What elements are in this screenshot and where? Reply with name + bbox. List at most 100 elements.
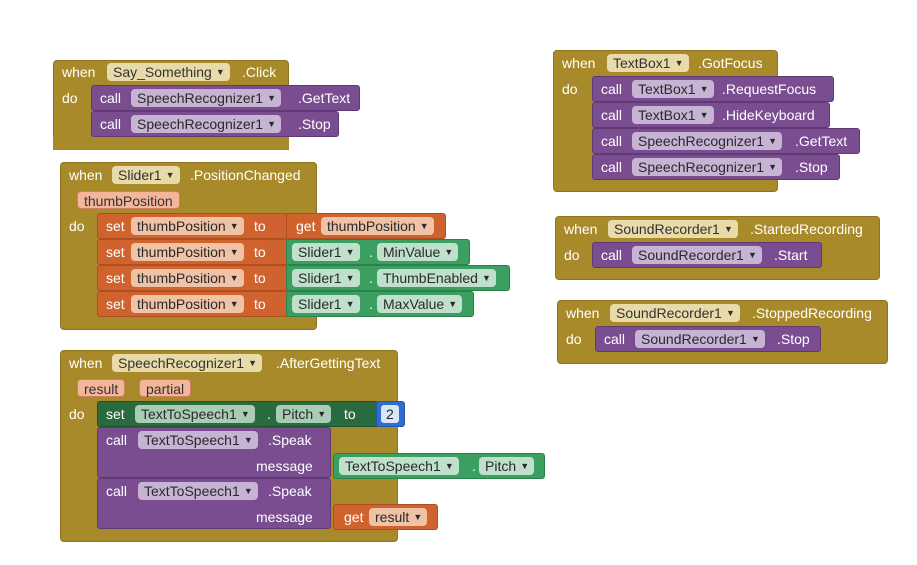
triangle-down-icon: ▼: [723, 224, 733, 234]
dropdown-value: Slider1: [298, 270, 342, 286]
dropdown-value: Slider1: [298, 296, 342, 312]
component-dropdown[interactable]: Slider1▼: [292, 243, 360, 261]
when-label: when: [562, 55, 596, 71]
component-dropdown[interactable]: TextBox1▼: [632, 106, 714, 124]
triangle-down-icon: ▼: [248, 358, 258, 368]
dropdown-value: SpeechRecognizer1: [118, 355, 245, 371]
dot-separator: .: [472, 458, 476, 474]
component-dropdown[interactable]: SoundRecorder1▼: [608, 220, 738, 238]
method-name: .Speak: [268, 483, 312, 499]
triangle-down-icon: ▼: [747, 250, 757, 260]
set-label: set: [106, 296, 125, 312]
variable-dropdown[interactable]: thumbPosition▼: [131, 295, 244, 313]
component-dropdown[interactable]: SpeechRecognizer1▼: [131, 115, 282, 133]
triangle-down-icon: ▼: [345, 273, 355, 283]
dropdown-value: thumbPosition: [137, 244, 226, 260]
event-footer: [53, 136, 289, 150]
component-dropdown[interactable]: SpeechRecognizer1▼: [632, 132, 783, 150]
dropdown-value: Pitch: [485, 458, 517, 474]
dropdown-value: Slider1: [118, 167, 162, 183]
when-label: when: [62, 64, 96, 80]
event-name: .AfterGettingText: [276, 355, 381, 371]
message-label: message: [256, 458, 313, 474]
dropdown-value: ThumbEnabled: [383, 270, 478, 286]
triangle-down-icon: ▼: [229, 273, 239, 283]
to-label: to: [254, 244, 266, 260]
set-label: set: [106, 218, 125, 234]
dropdown-value: MaxValue: [383, 296, 445, 312]
triangle-down-icon: ▼: [345, 247, 355, 257]
property-dropdown[interactable]: MinValue▼: [377, 243, 459, 261]
component-dropdown[interactable]: TextToSpeech1▼: [339, 457, 459, 475]
call-label: call: [604, 331, 626, 347]
event-name: .Click: [242, 64, 277, 80]
variable-dropdown[interactable]: thumbPosition▼: [131, 217, 244, 235]
set-label: set: [106, 406, 125, 422]
event-name: .StoppedRecording: [752, 305, 872, 321]
do-label: do: [62, 90, 78, 106]
triangle-down-icon: ▼: [699, 84, 709, 94]
component-dropdown[interactable]: SoundRecorder1▼: [632, 246, 762, 264]
component-dropdown[interactable]: Slider1▼: [292, 295, 360, 313]
dropdown-value: TextBox1: [613, 55, 671, 71]
event-param-result[interactable]: result: [77, 379, 126, 397]
dropdown-value: TextToSpeech1: [141, 406, 237, 422]
component-dropdown[interactable]: SpeechRecognizer1▼: [131, 89, 282, 107]
dot-separator: .: [369, 296, 373, 312]
component-dropdown[interactable]: SoundRecorder1▼: [610, 304, 740, 322]
to-label: to: [254, 296, 266, 312]
property-dropdown[interactable]: ThumbEnabled▼: [377, 269, 496, 287]
get-label: get: [296, 218, 316, 234]
component-dropdown[interactable]: SpeechRecognizer1▼: [112, 354, 263, 372]
triangle-down-icon: ▼: [725, 308, 735, 318]
property-dropdown[interactable]: Pitch▼: [276, 405, 332, 423]
call-label: call: [601, 133, 623, 149]
dropdown-value: MinValue: [383, 244, 441, 260]
event-name: .PositionChanged: [190, 167, 301, 183]
event-name: .StartedRecording: [750, 221, 863, 237]
do-label: do: [566, 331, 582, 347]
property-dropdown[interactable]: Pitch▼: [479, 457, 535, 475]
dropdown-value: SpeechRecognizer1: [638, 133, 765, 149]
dropdown-value: thumbPosition: [327, 218, 416, 234]
message-label: message: [256, 509, 313, 525]
triangle-down-icon: ▼: [229, 247, 239, 257]
dropdown-value: TextBox1: [638, 107, 696, 123]
component-dropdown[interactable]: Slider1▼: [112, 166, 180, 184]
triangle-down-icon: ▼: [229, 299, 239, 309]
triangle-down-icon: ▼: [520, 461, 530, 471]
event-name: .GotFocus: [698, 55, 763, 71]
component-dropdown[interactable]: TextToSpeech1▼: [138, 482, 258, 500]
component-dropdown[interactable]: Say_Something▼: [107, 63, 230, 81]
method-name: .Speak: [268, 432, 312, 448]
triangle-down-icon: ▼: [768, 162, 778, 172]
variable-dropdown[interactable]: thumbPosition▼: [131, 269, 244, 287]
dropdown-value: TextBox1: [638, 81, 696, 97]
triangle-down-icon: ▼: [768, 136, 778, 146]
call-label: call: [106, 432, 128, 448]
set-label: set: [106, 270, 125, 286]
dropdown-value: TextToSpeech1: [144, 432, 240, 448]
dropdown-value: thumbPosition: [137, 270, 226, 286]
dropdown-value: SoundRecorder1: [616, 305, 722, 321]
component-dropdown[interactable]: TextToSpeech1▼: [135, 405, 255, 423]
call-label: call: [100, 116, 122, 132]
component-dropdown[interactable]: TextBox1▼: [632, 80, 714, 98]
triangle-down-icon: ▼: [345, 299, 355, 309]
event-param[interactable]: thumbPosition: [77, 191, 180, 209]
component-dropdown[interactable]: SpeechRecognizer1▼: [632, 158, 783, 176]
property-dropdown[interactable]: MaxValue▼: [377, 295, 463, 313]
call-label: call: [601, 107, 623, 123]
call-label: call: [601, 81, 623, 97]
event-param-partial[interactable]: partial: [139, 379, 192, 397]
variable-dropdown[interactable]: thumbPosition▼: [131, 243, 244, 261]
component-dropdown[interactable]: Slider1▼: [292, 269, 360, 287]
variable-dropdown[interactable]: thumbPosition▼: [321, 217, 434, 235]
set-label: set: [106, 244, 125, 260]
variable-dropdown[interactable]: result▼: [369, 508, 428, 526]
component-dropdown[interactable]: SoundRecorder1▼: [635, 330, 765, 348]
component-dropdown[interactable]: TextToSpeech1▼: [138, 431, 258, 449]
call-label: call: [106, 483, 128, 499]
number-value[interactable]: 2: [381, 405, 399, 423]
component-dropdown[interactable]: TextBox1▼: [607, 54, 689, 72]
